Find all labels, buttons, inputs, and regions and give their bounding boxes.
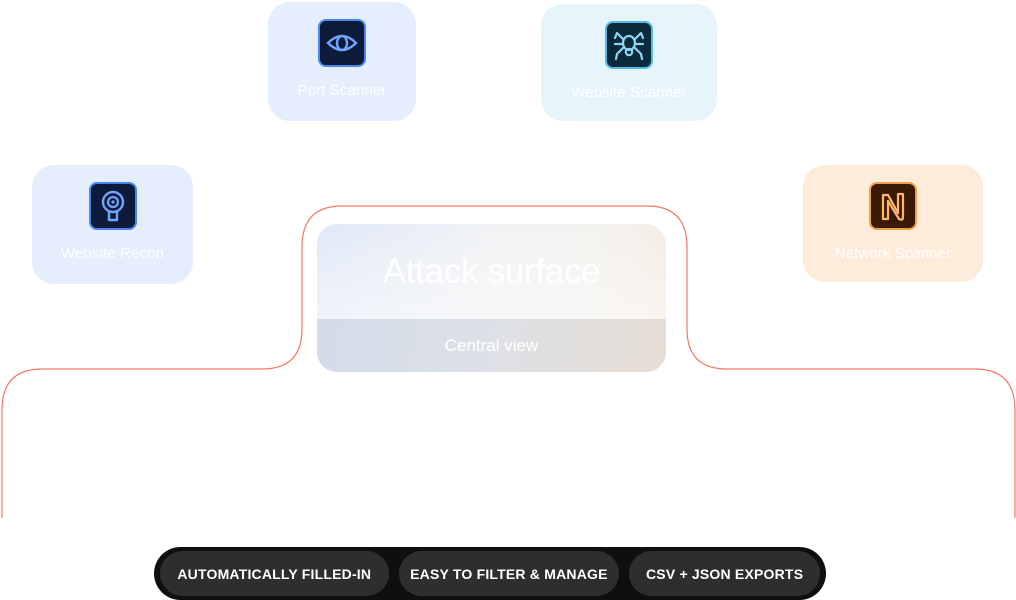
magnifier-target-icon [88, 182, 137, 230]
eye-icon [318, 19, 366, 67]
website-scanner-card[interactable]: Website Scanner [541, 4, 717, 121]
n-network-icon [869, 182, 917, 230]
spider-icon [605, 21, 653, 69]
feature-pill-bar: AUTOMATICALLY FILLED-IN EASY TO FILTER &… [154, 547, 826, 600]
feature-pill-exports: CSV + JSON EXPORTS [629, 551, 821, 596]
central-card-header: Attack surface [317, 224, 666, 319]
feature-pill-autofill: AUTOMATICALLY FILLED-IN [160, 551, 389, 596]
tool-label: Website Scanner [571, 84, 687, 101]
port-scanner-card[interactable]: Port Scanner [268, 2, 416, 121]
feature-pill-filter: EASY TO FILTER & MANAGE [398, 551, 620, 596]
central-card-footer: Central view [317, 319, 666, 372]
network-scanner-card[interactable]: Network Scanner [803, 165, 983, 282]
central-subtitle: Central view [444, 335, 539, 355]
central-view-card[interactable]: Attack surface Central view [317, 224, 666, 372]
tool-label: Website Recon [61, 245, 164, 262]
tool-label: Network Scanner [834, 245, 952, 262]
central-title: Attack surface [382, 251, 601, 291]
tool-label: Port Scanner [297, 82, 387, 99]
website-recon-card[interactable]: Website Recon [32, 165, 193, 284]
